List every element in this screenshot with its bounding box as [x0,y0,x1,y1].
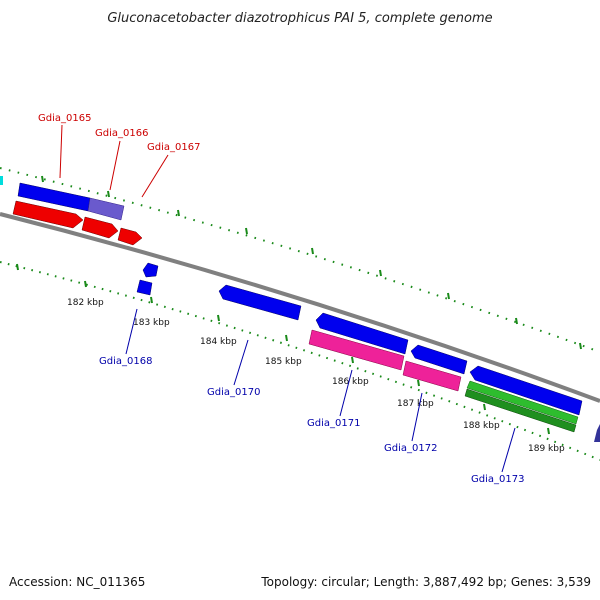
rna-bar[interactable] [466,380,579,425]
cds-fragment[interactable] [136,279,153,296]
rna-bar[interactable] [464,388,577,433]
gene-label-gdia-0165[interactable]: Gdia_0165 [38,113,91,124]
tick-label-187: 187 kbp [397,399,434,409]
cds-arrow[interactable] [117,227,143,246]
gene-label-gdia-0173[interactable]: Gdia_0173 [471,474,524,485]
tick-label-184: 184 kbp [200,337,237,347]
gene-label-gdia-0172[interactable]: Gdia_0172 [384,443,437,454]
gene-label-gdia-0170[interactable]: Gdia_0170 [207,387,260,398]
cds-fragment[interactable] [142,262,159,278]
pseudo-bar[interactable] [402,360,462,392]
tick-label-183: 183 kbp [133,318,170,328]
tick-label-185: 185 kbp [265,357,302,367]
gene-label-gdia-0171[interactable]: Gdia_0171 [307,418,360,429]
tick-label-186: 186 kbp [332,377,369,387]
tick-label-188: 188 kbp [463,421,500,431]
gene-label-gdia-0167[interactable]: Gdia_0167 [147,142,200,153]
outer-ring-major-ticks [41,175,582,350]
gene-label-gdia-0166[interactable]: Gdia_0166 [95,128,148,139]
bottom-strand-features [136,262,600,442]
edge-feature[interactable] [594,424,600,442]
cds-arrow[interactable] [410,344,468,375]
accession-text: Accession: NC_011365 [9,575,145,589]
genome-summary-text: Topology: circular; Length: 3,887,492 bp… [260,575,591,589]
gene-label-gdia-0168[interactable]: Gdia_0168 [99,356,152,367]
top-gene-labels [59,124,169,198]
cds-arrow[interactable] [218,284,302,321]
bottom-gene-labels [125,308,516,473]
genome-backbone [0,212,600,403]
cyan-marker [0,176,3,185]
outer-dotted-ring [0,167,600,353]
cds-block-light[interactable] [87,197,125,221]
tick-label-189: 189 kbp [528,444,565,454]
cds-arrow[interactable] [469,365,583,416]
tick-label-182: 182 kbp [67,298,104,308]
pseudo-bar[interactable] [308,329,405,371]
top-strand-features [12,182,143,246]
cds-arrow[interactable] [12,200,84,229]
inner-ring-major-ticks [16,263,550,435]
map-title: Gluconacetobacter diazotrophicus PAI 5, … [107,11,492,26]
cds-arrow[interactable] [315,312,409,355]
cds-arrow[interactable] [81,216,119,239]
